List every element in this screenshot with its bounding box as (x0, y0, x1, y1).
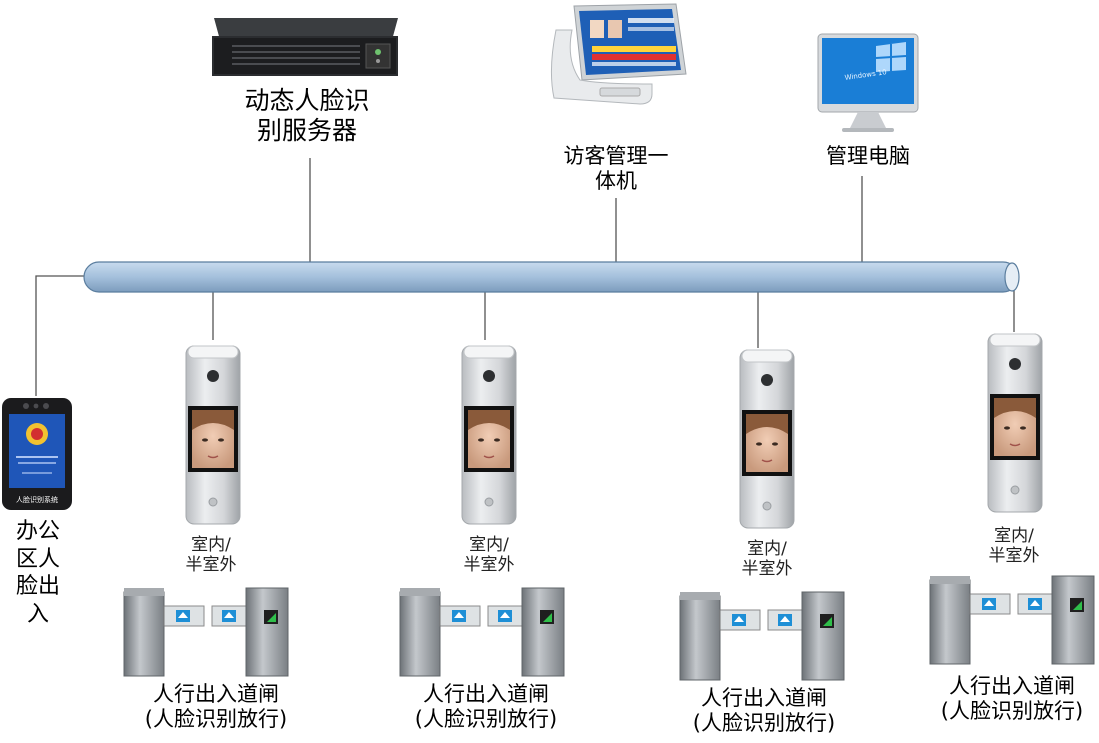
gate-line2: (人脸识别放行) (940, 699, 1084, 724)
face-pillar-icon-2 (461, 345, 517, 525)
office-device-link (35, 275, 84, 396)
server-label-line1: 动态人脸识 (244, 86, 370, 115)
server-label: 动态人脸识 别服务器 (222, 86, 392, 146)
terminal-2-env-label: 室内/ 半室外 (441, 535, 537, 576)
face-pillar-icon-3 (739, 349, 795, 529)
office-face-terminal-icon: 人脸识别系统 (2, 398, 72, 510)
env-line1: 室内/ (469, 535, 509, 555)
terminal-3-env-label: 室内/ 半室外 (719, 539, 815, 580)
terminal-3-gate-label: 人行出入道闸 (人脸识别放行) (664, 686, 864, 736)
face-pillar-icon-1 (185, 345, 241, 525)
gate-line1: 人行出入道闸 (153, 682, 279, 706)
gate-line1: 人行出入道闸 (423, 682, 549, 706)
turnstile-gate-icon-1 (123, 587, 289, 677)
turnstile-gate-icon-3 (679, 591, 845, 681)
env-line2: 半室外 (463, 555, 515, 576)
visitor-label-line1: 访客管理一 (563, 144, 669, 168)
terminal-4-gate-label: 人行出入道闸 (人脸识别放行) (912, 674, 1099, 724)
gate-line2: (人脸识别放行) (414, 707, 558, 732)
gate-line1: 人行出入道闸 (949, 674, 1075, 698)
terminal-4-env-label: 室内/ 半室外 (966, 526, 1062, 567)
env-line2: 半室外 (988, 546, 1040, 567)
gate-line1: 人行出入道闸 (701, 686, 827, 710)
office-device-label: 办公 区人 脸出 入 (8, 518, 68, 628)
pc-label: 管理电脑 (826, 144, 910, 168)
office-label-line4: 入 (26, 601, 49, 627)
terminal-2-gate-label: 人行出入道闸 (人脸识别放行) (386, 682, 586, 732)
env-line1: 室内/ (191, 535, 231, 555)
env-line2: 半室外 (741, 559, 793, 580)
connection-lines (35, 158, 1015, 396)
server-label-line2: 别服务器 (256, 116, 357, 145)
rack-server-icon (212, 18, 398, 76)
terminal-1-env-label: 室内/ 半室外 (163, 535, 259, 576)
gate-line2: (人脸识别放行) (692, 711, 836, 736)
env-line1: 室内/ (994, 526, 1034, 546)
office-label-line3: 脸出 (15, 574, 60, 599)
office-terminal-screen-title: 人脸识别系统 (16, 495, 58, 504)
office-label-line1: 办公 (15, 519, 60, 544)
visitor-kiosk-icon (550, 3, 687, 105)
turnstile-gate-icon-2 (399, 587, 565, 677)
terminal-1-gate-label: 人行出入道闸 (人脸识别放行) (116, 682, 316, 732)
visitor-label-line2: 体机 (595, 169, 637, 194)
face-pillar-icon-4 (987, 333, 1043, 513)
turnstile-gate-icon-4 (929, 575, 1095, 665)
visitor-kiosk-label: 访客管理一 体机 (546, 144, 686, 194)
network-bus (83, 261, 1020, 293)
office-label-line2: 区人 (15, 546, 60, 572)
gate-line2: (人脸识别放行) (144, 707, 288, 732)
management-pc-icon: Windows 10 (817, 33, 919, 132)
env-line2: 半室外 (185, 555, 237, 576)
env-line1: 室内/ (747, 539, 787, 559)
